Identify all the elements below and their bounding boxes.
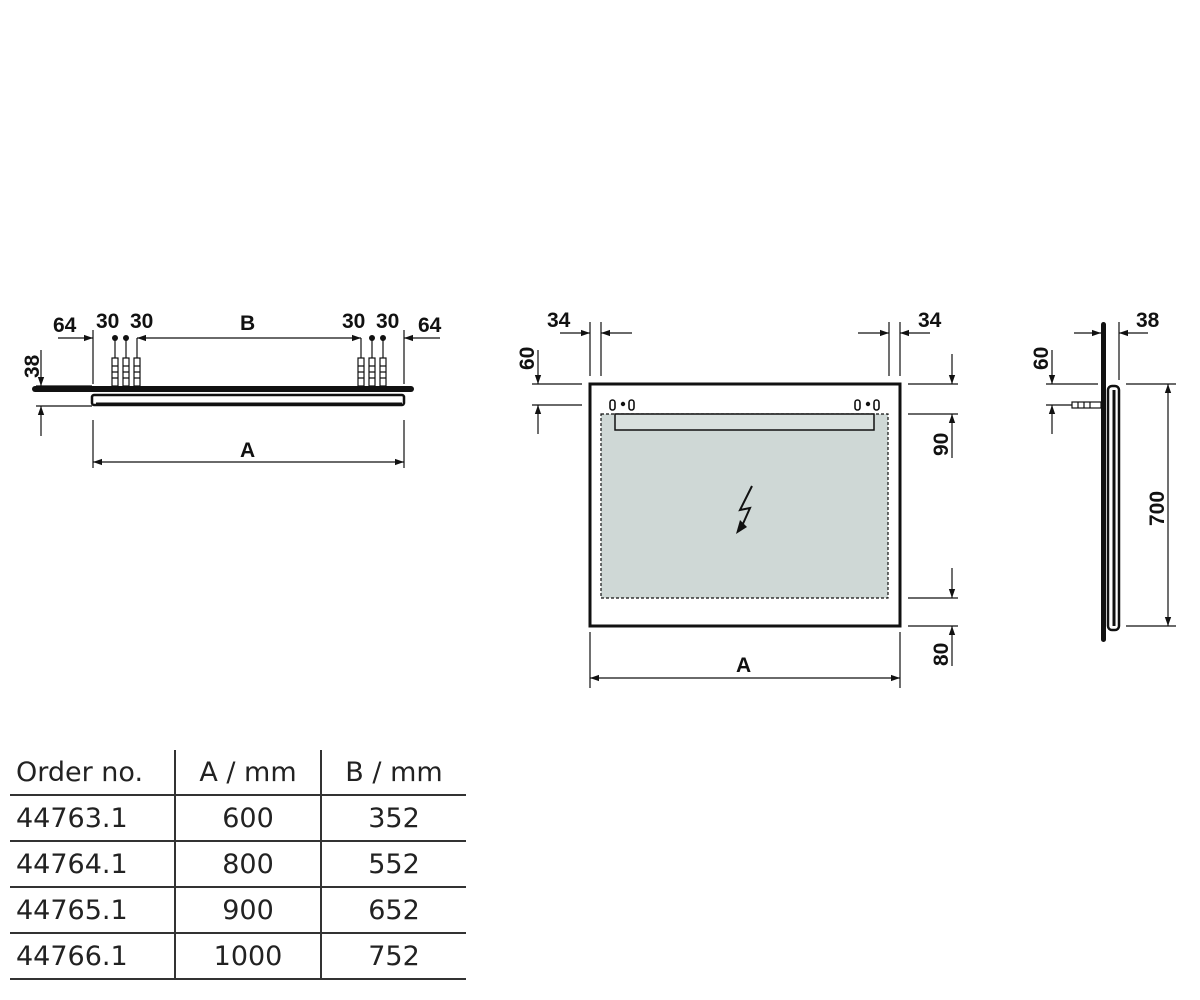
b-value: 352	[320, 794, 466, 841]
front-dim-90: 90	[930, 433, 953, 456]
order-no: 44764.1	[10, 840, 175, 887]
table-row: 44763.1 600 352	[10, 794, 466, 841]
top-dim-38: 38	[21, 354, 44, 378]
mount-holes-left	[609, 399, 635, 411]
wall-anchors-right	[357, 335, 387, 387]
front-dim-80: 80	[930, 643, 953, 666]
table-row: 44765.1 900 652	[10, 886, 466, 933]
top-view: 64 30 30 B 30 30 64 38 A	[21, 310, 442, 468]
side-view-mirror	[1101, 322, 1106, 642]
order-no: 44763.1	[10, 794, 175, 841]
front-dim-a: A	[736, 654, 751, 677]
top-dim-64-left: 64	[53, 314, 77, 337]
wall-anchors-left	[111, 335, 141, 387]
top-dim-30-right-1: 30	[342, 310, 365, 333]
side-view-anchor	[1071, 401, 1102, 409]
table-header-row: Order no. A / mm B / mm	[10, 750, 466, 795]
side-dim-700: 700	[1146, 491, 1169, 526]
header-a-mm: A / mm	[174, 750, 321, 795]
b-value: 752	[320, 932, 466, 980]
top-dim-b: B	[240, 312, 255, 335]
order-no: 44765.1	[10, 886, 175, 933]
top-dim-64-right: 64	[418, 314, 442, 337]
b-value: 552	[320, 840, 466, 887]
top-dim-30-right-2: 30	[376, 310, 399, 333]
table-row: 44766.1 1000 752	[10, 932, 466, 980]
top-dim-a: A	[240, 439, 255, 462]
top-dim-30-left-1: 30	[96, 310, 119, 333]
side-dim-60: 60	[1030, 347, 1053, 370]
top-view-plate	[32, 386, 414, 392]
lightning-icon	[736, 485, 753, 534]
a-value: 900	[174, 886, 321, 933]
light-bar	[614, 413, 875, 431]
mirror-glass	[600, 413, 889, 599]
header-order-no: Order no.	[16, 756, 144, 788]
order-table: Order no. A / mm B / mm 44763.1 600 352 …	[10, 750, 466, 980]
side-dim-38: 38	[1136, 309, 1160, 332]
table-row: 44764.1 800 552	[10, 840, 466, 887]
order-no: 44766.1	[10, 932, 175, 980]
a-value: 600	[174, 794, 321, 841]
top-dim-30-left-2: 30	[130, 310, 153, 333]
a-value: 800	[174, 840, 321, 887]
front-dim-34-right: 34	[918, 309, 942, 332]
header-b-mm: B / mm	[320, 750, 466, 795]
b-value: 652	[320, 886, 466, 933]
front-view: 34 34 60 90 80 A	[516, 309, 958, 688]
a-value: 1000	[174, 932, 321, 980]
side-view: 38 60 700	[1030, 309, 1176, 642]
front-dim-60: 60	[516, 347, 539, 370]
front-dim-34-left: 34	[547, 309, 571, 332]
mount-holes-right	[854, 399, 880, 411]
